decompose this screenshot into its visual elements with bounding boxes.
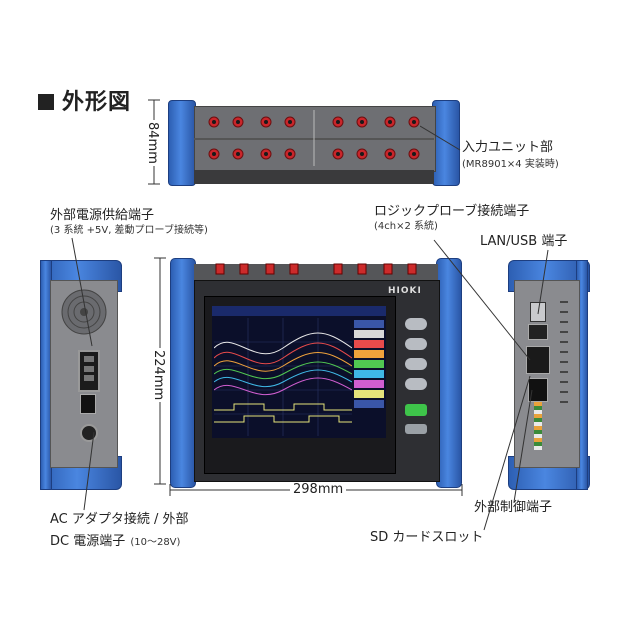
top-body-bottom — [194, 170, 434, 184]
top-left-bumper — [168, 100, 196, 186]
front-view: HIOKI — [170, 258, 462, 488]
ac-adapter-label-2: DC 電源端子 — [50, 534, 126, 549]
ext-power-note: (3 系統 +5V, 差動プローブ接続等) — [50, 225, 208, 236]
width-label: 298mm — [290, 482, 347, 497]
control-button[interactable] — [405, 318, 427, 330]
ac-adapter-line2: DC 電源端子 (10～28V) — [50, 530, 180, 550]
sd-card-slot — [528, 378, 548, 402]
top-connectors — [208, 110, 420, 166]
fan-grille-icon — [61, 289, 107, 335]
control-button[interactable] — [405, 338, 427, 350]
control-panel — [400, 310, 432, 460]
screen-header — [212, 306, 386, 316]
logic-probe-label: ロジックプローブ接続端子 — [374, 204, 530, 219]
ac-adapter-label-1: AC アダプタ接続 / 外部 — [50, 512, 189, 527]
right-leaders — [433, 239, 549, 531]
front-top-strip — [194, 264, 438, 280]
lan-usb-label: LAN/USB 端子 — [480, 234, 568, 249]
left-side-view — [40, 260, 122, 490]
height-label: 224mm — [151, 348, 166, 403]
input-unit-note: (MR8901×4 実装時) — [462, 159, 559, 170]
control-button[interactable] — [405, 358, 427, 370]
logic-probe-note: (4ch×2 系統) — [374, 221, 438, 232]
vent-slots — [560, 301, 568, 403]
ext-power-leader — [71, 237, 93, 347]
page-title: 外形図 — [38, 84, 131, 116]
title-text: 外形図 — [62, 90, 132, 115]
sd-slot-label: SD カードスロット — [370, 530, 484, 545]
ac-adapter-note: (10～28V) — [130, 537, 181, 548]
top-view — [168, 100, 460, 186]
waveform-display — [214, 318, 352, 436]
control-button[interactable] — [405, 378, 427, 390]
stop-button[interactable] — [405, 424, 427, 434]
ac-adapter-leader — [83, 431, 95, 511]
front-top-connectors — [215, 263, 417, 275]
power-switch — [80, 394, 96, 414]
start-button[interactable] — [405, 404, 427, 416]
ext-control-label: 外部制御端子 — [474, 500, 553, 515]
brand-logo: HIOKI — [388, 286, 422, 296]
lan-port — [528, 324, 548, 340]
ext-control-terminal — [534, 402, 542, 450]
input-unit-leader — [420, 125, 461, 151]
screen-chip-panel — [354, 318, 384, 436]
ext-power-label: 外部電源供給端子 — [50, 208, 155, 223]
title-square-icon — [38, 94, 54, 110]
input-unit-label: 入力ユニット部 — [462, 140, 554, 155]
ext-power-terminal — [78, 350, 100, 392]
front-left-bumper — [170, 258, 196, 488]
depth-label: 84mm — [145, 120, 160, 166]
screen — [212, 306, 386, 438]
